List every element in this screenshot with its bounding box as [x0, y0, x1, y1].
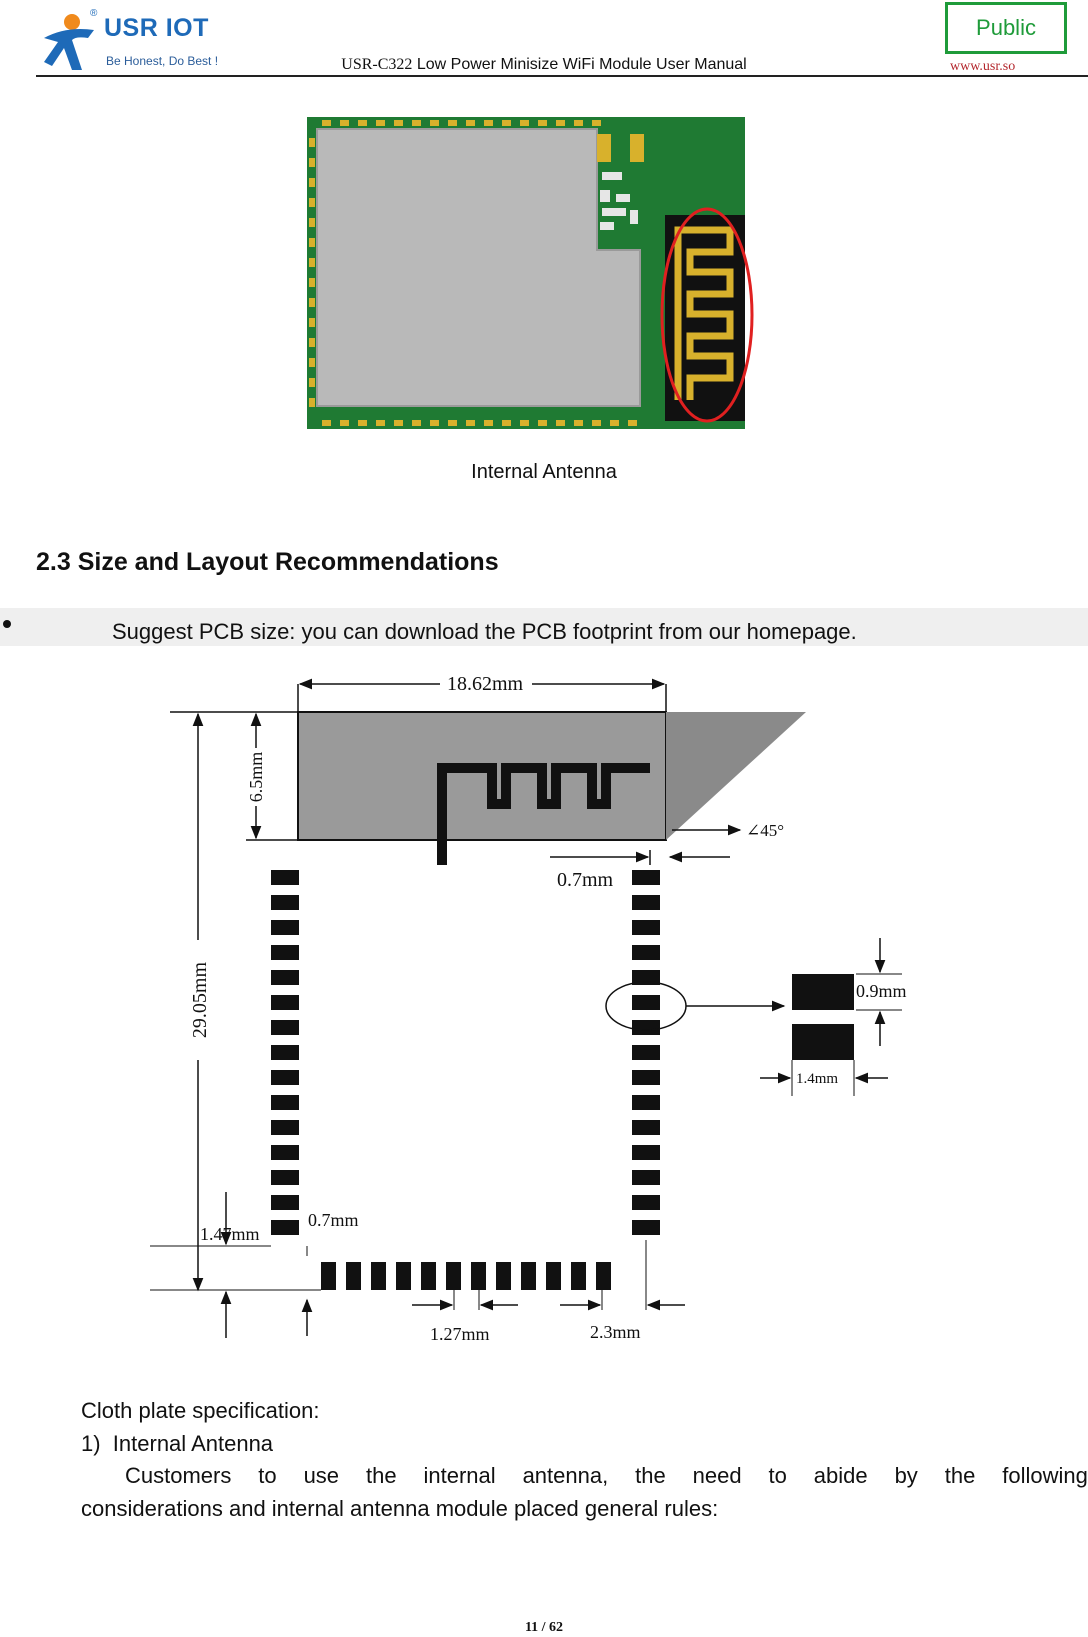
- paragraph-word: to: [258, 1463, 277, 1488]
- edge-pads-bottom: [322, 420, 637, 426]
- list-item-number: 1): [81, 1431, 101, 1456]
- list-item-heading: 1) Internal Antenna: [81, 1431, 273, 1457]
- rf-components: [597, 134, 644, 230]
- paragraph-line-2: considerations and internal antenna modu…: [81, 1496, 719, 1521]
- bullet-icon: [3, 620, 11, 628]
- paragraph-word: to: [768, 1463, 787, 1488]
- antenna-highlight-circle: [660, 207, 754, 423]
- paragraph-word: the: [365, 1463, 397, 1488]
- page-number: 11 / 62: [524, 1620, 564, 1635]
- dim-antenna-height-label: 6.5mm: [246, 752, 266, 803]
- section-heading: 2.3 Size and Layout Recommendations: [36, 548, 499, 576]
- paragraph-word: antenna,: [522, 1463, 609, 1488]
- chamfer-region: [666, 712, 806, 840]
- public-badge: Public: [945, 2, 1067, 54]
- dim-pitch-label: 1.27mm: [430, 1324, 490, 1344]
- website-link[interactable]: www.usr.so: [950, 59, 1016, 74]
- module-photo-figure: [307, 117, 754, 429]
- usr-iot-logo: ®: [44, 8, 98, 70]
- paragraph-word: by: [894, 1463, 918, 1488]
- dim-width-label: 18.62mm: [447, 673, 524, 695]
- bullet-background: [0, 608, 1088, 646]
- antenna-trace-drawing: [437, 763, 650, 865]
- figure-caption: Internal Antenna: [471, 461, 617, 483]
- brand-tagline: Be Honest, Do Best !: [106, 54, 219, 68]
- paragraph-word: internal: [423, 1463, 496, 1488]
- document-model: USR-C322: [341, 56, 413, 73]
- paragraph-word: need: [692, 1463, 742, 1488]
- paragraph-word: the: [635, 1463, 666, 1488]
- svg-text:®: ®: [90, 8, 98, 19]
- dim-bottom-offset-label: 1.47mm: [200, 1224, 260, 1244]
- dim-angle-label: ∠45°: [746, 821, 784, 840]
- bullet-text: Suggest PCB size: you can download the P…: [112, 619, 857, 644]
- right-pad-column: [632, 870, 660, 1235]
- antenna-trace: [674, 226, 734, 400]
- paragraph-word: following: [1002, 1463, 1088, 1488]
- dim-gap-right-label: 0.7mm: [557, 869, 614, 891]
- dim-gap-corner-label: 0.7mm: [308, 1210, 359, 1230]
- header-divider: [36, 75, 1088, 77]
- left-pad-column: [271, 870, 299, 1235]
- paragraph-line-1: Customers to use the internal antenna, t…: [81, 1463, 1088, 1489]
- document-title: USR-C322 Low Power Minisize WiFi Module …: [0, 56, 1088, 74]
- dim-pad-width-label: 1.4mm: [796, 1071, 838, 1087]
- metal-shield: [316, 128, 641, 407]
- paragraph-word: abide: [813, 1463, 868, 1488]
- edge-pads-left: [309, 138, 315, 407]
- dim-right-offset-label: 2.3mm: [590, 1322, 641, 1342]
- edge-pads-top: [322, 120, 601, 126]
- bottom-pad-row: [321, 1262, 611, 1290]
- document-title-text: Low Power Minisize WiFi Module User Manu…: [416, 56, 747, 73]
- paragraph-word: the: [944, 1463, 976, 1488]
- paragraph-word: use: [303, 1463, 340, 1488]
- pcb-footprint-drawing: 18.62mm 29.05mm 6.5mm ∠45° 0.7mm: [150, 673, 907, 1344]
- brand-name: USR IOT: [104, 14, 209, 42]
- list-item-title: Internal Antenna: [112, 1431, 274, 1456]
- paragraph-word: Customers: [125, 1463, 232, 1488]
- dim-pad-height-label: 0.9mm: [856, 981, 907, 1001]
- pad-detail-upper: [792, 974, 854, 1010]
- spec-label: Cloth plate specification:: [81, 1398, 320, 1423]
- dim-total-height-label: 29.05mm: [189, 962, 211, 1039]
- pad-detail-lower: [792, 1024, 854, 1060]
